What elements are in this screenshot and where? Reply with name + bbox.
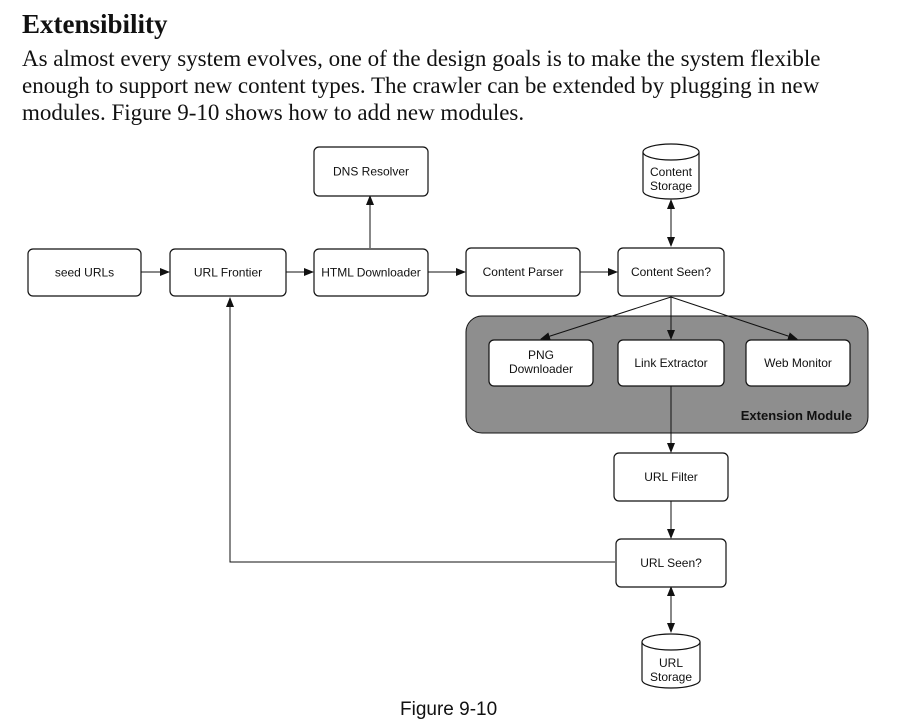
figure-caption: Figure 9-10 [400,699,498,720]
node-label: Content [650,165,693,179]
node-label: Link Extractor [634,356,707,370]
node-html-downloader: HTML Downloader [313,248,429,297]
node-label: DNS Resolver [333,165,409,179]
paragraph-line: enough to support new content types. The… [22,73,820,98]
node-url-seen: URL Seen? [615,538,727,588]
section-heading: Extensibility [22,9,168,39]
paragraph-line: As almost every system evolves, one of t… [22,46,821,71]
node-label: PNG [528,348,554,362]
extension-module-label: Extension Module [741,408,852,423]
node-label: URL Filter [644,470,698,484]
node-label: URL Frontier [194,266,262,280]
node-label: Content Seen? [631,265,711,279]
node-label: URL [659,656,683,670]
node-dns-resolver: DNS Resolver [313,146,429,197]
node-label: Web Monitor [764,356,832,370]
node-url-filter: URL Filter [613,452,729,502]
node-content-seen: Content Seen? [617,247,725,297]
paragraph-line: modules. Figure 9-10 shows how to add ne… [22,100,525,125]
node-url-frontier: URL Frontier [169,248,287,297]
node-label: Storage [650,670,692,684]
node-png-downloader: PNG Downloader [488,339,594,387]
node-label: Downloader [509,362,573,376]
node-label: seed URLs [55,266,114,280]
node-label: Storage [650,179,692,193]
node-label: URL Seen? [640,556,702,570]
node-content-parser: Content Parser [465,247,581,297]
node-web-monitor: Web Monitor [745,339,851,387]
section-paragraph: As almost every system evolves, one of t… [22,45,892,126]
edge-url-seen-to-frontier [226,297,615,563]
node-seed-urls: seed URLs [27,248,142,297]
content-storage-database-icon: Content Storage [642,143,700,200]
node-link-extractor: Link Extractor [617,339,725,387]
node-label: Content Parser [483,265,564,279]
url-storage-database-icon: URL Storage [641,633,701,689]
edge-content-seen-to-web-monitor [670,296,798,340]
node-label: HTML Downloader [321,266,421,280]
edge-content-seen-to-png [540,296,672,341]
